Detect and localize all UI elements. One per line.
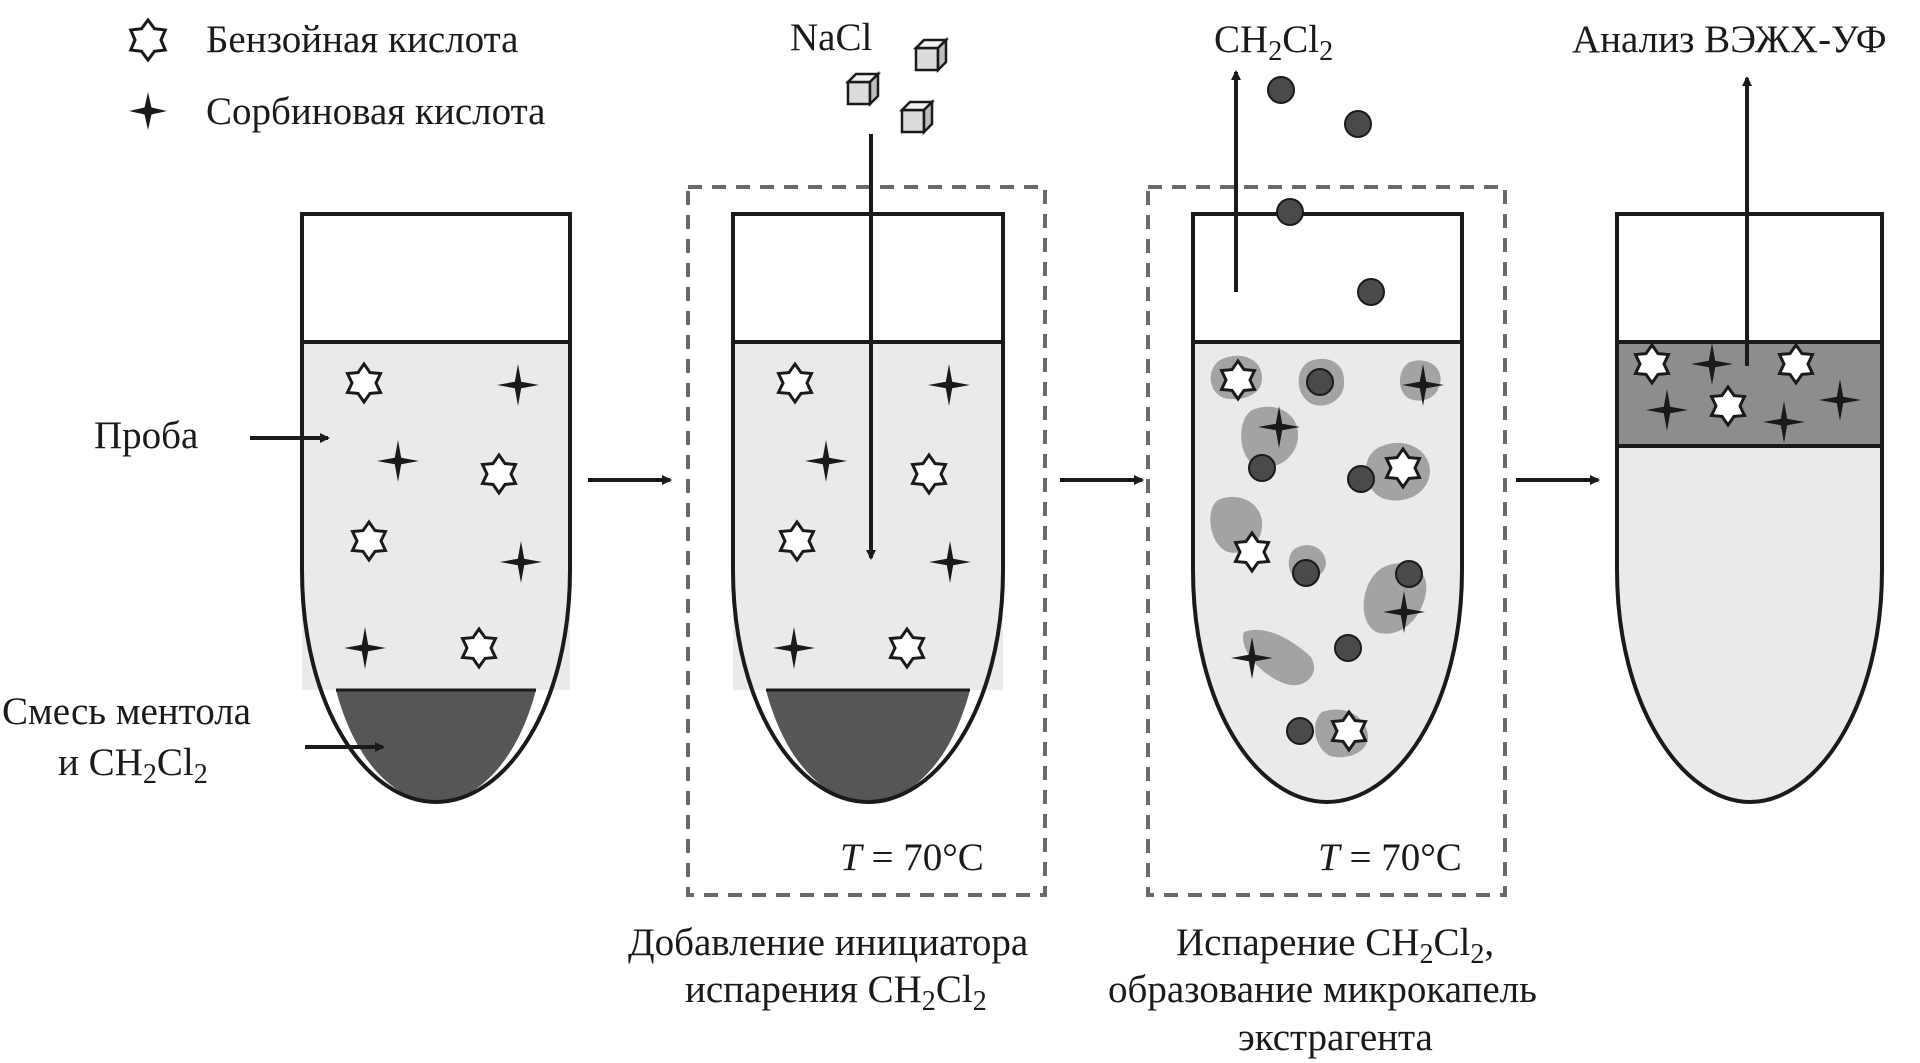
mixture-label-sub1: 2 — [142, 758, 157, 790]
tube-2-extractant-phase — [766, 690, 970, 802]
step-3-dashed-frame — [1146, 185, 1507, 897]
ch2cl2-label-prefix: CH — [1214, 18, 1269, 61]
ch2cl2-vapor-droplets — [1267, 76, 1385, 306]
step-3-caption-line2: образование микрокапель — [1108, 968, 1537, 1011]
nacl-crystal — [844, 70, 882, 108]
sorbic-acid-marker — [377, 440, 419, 482]
benzoic-acid-marker — [1219, 358, 1257, 402]
sample-label: Проба — [94, 414, 199, 457]
benzoic-acid-marker — [1233, 530, 1271, 574]
sorbic-acid-marker — [1258, 406, 1300, 448]
benzoic-acid-marker — [910, 452, 948, 496]
sorbic-acid-marker — [928, 364, 970, 406]
sorbic-acid-marker — [1691, 343, 1733, 385]
tube-initial — [300, 212, 572, 805]
tube-1-extractant-phase — [336, 690, 536, 802]
tube-1-sample-phase — [302, 342, 570, 690]
step-2-temperature: T = 70°C — [840, 838, 984, 877]
temperature-symbol: T — [1318, 836, 1340, 879]
step-3-caption-suffix: , — [1484, 921, 1495, 964]
benzoic-acid-marker — [350, 519, 388, 563]
benzoic-acid-marker — [1384, 446, 1422, 490]
step-3-caption-sub1: 2 — [1419, 938, 1434, 970]
nacl-label: NaCl — [790, 16, 873, 59]
benzoic-acid-legend-icon — [128, 17, 168, 63]
mixture-label-mid: Cl — [156, 741, 194, 784]
step-2-caption-line2: испарения CH2Cl2 — [685, 968, 987, 1015]
step-2-caption-sub1: 2 — [921, 985, 936, 1017]
mixture-label-line1: Смесь ментола — [2, 690, 251, 733]
sorbic-acid-legend-icon — [129, 92, 167, 130]
benzoic-acid-marker — [1709, 384, 1747, 428]
sorbic-acid-marker — [1402, 364, 1444, 406]
sorbic-acid-marker — [805, 440, 847, 482]
benzoic-acid-marker — [776, 361, 814, 405]
step-3-caption-line1: Испарение CH2Cl2, — [1176, 921, 1495, 968]
analysis-label: Анализ ВЭЖХ-УФ — [1572, 18, 1887, 61]
step-2-caption-mid: Cl — [935, 968, 973, 1011]
sorbic-acid-marker — [1646, 389, 1688, 431]
step-2-caption-sub2: 2 — [972, 985, 987, 1017]
step-3-caption-sub2: 2 — [1470, 938, 1485, 970]
sorbic-acid-marker — [1383, 591, 1425, 633]
nacl-crystal — [898, 98, 936, 136]
benzoic-acid-marker — [460, 626, 498, 670]
nacl-crystal — [912, 36, 950, 74]
temperature-value: = 70°C — [861, 836, 984, 879]
benzoic-acid-marker — [778, 519, 816, 563]
sorbic-acid-marker — [1231, 637, 1273, 679]
step-3-caption-mid: Cl — [1433, 921, 1471, 964]
legend-benzoic-label: Бензойная кислота — [206, 18, 519, 61]
ch2cl2-label-sub2: 2 — [1319, 35, 1334, 67]
ch2cl2-label-sub1: 2 — [1268, 35, 1283, 67]
step-3-caption-prefix: Испарение CH — [1176, 921, 1420, 964]
sorbic-acid-marker — [1819, 379, 1861, 421]
step-3-temperature: T = 70°C — [1318, 838, 1462, 877]
benzoic-acid-marker — [888, 626, 926, 670]
step-3-caption-line3: экстрагента — [1238, 1016, 1433, 1059]
sorbic-acid-marker — [344, 627, 386, 669]
mixture-label-prefix: и CH — [58, 741, 143, 784]
benzoic-acid-marker — [1777, 342, 1815, 386]
sorbic-acid-marker — [1763, 401, 1805, 443]
benzoic-acid-marker — [1633, 342, 1671, 386]
tube-final — [1615, 212, 1884, 805]
temperature-value: = 70°C — [1339, 836, 1462, 879]
sorbic-acid-marker — [500, 541, 542, 583]
benzoic-acid-marker — [480, 452, 518, 496]
analyte-markers — [344, 342, 1861, 753]
mixture-label-line2: и CH2Cl2 — [58, 741, 208, 788]
legend-sorbic-label: Сорбиновая кислота — [206, 90, 546, 133]
extractant-droplets — [1248, 368, 1423, 745]
tube-add-initiator — [731, 212, 1005, 805]
sorbic-acid-marker — [497, 364, 539, 406]
mixture-label-sub2: 2 — [193, 758, 208, 790]
temperature-symbol: T — [840, 836, 862, 879]
step-2-dashed-frame — [686, 185, 1047, 897]
benzoic-acid-marker — [345, 361, 383, 405]
benzoic-acid-marker — [1330, 709, 1368, 753]
ch2cl2-label-mid: Cl — [1282, 18, 1320, 61]
sorbic-acid-marker — [929, 541, 971, 583]
sorbic-acid-marker — [773, 627, 815, 669]
step-2-caption-line1: Добавление инициатора — [628, 921, 1029, 964]
step-2-caption-prefix: испарения CH — [685, 968, 922, 1011]
ch2cl2-vapor-label: CH2Cl2 — [1214, 18, 1333, 65]
